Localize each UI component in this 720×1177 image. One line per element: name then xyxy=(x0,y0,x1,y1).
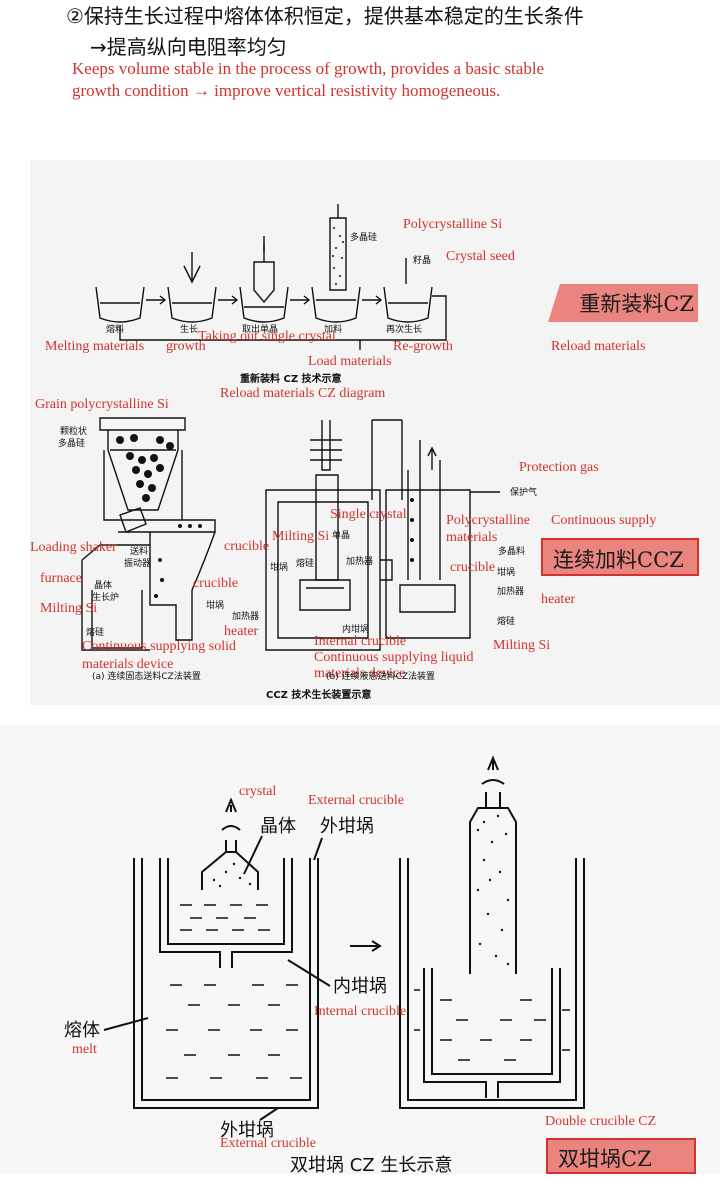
fig2-en-shaker: Loading shaker xyxy=(30,540,117,555)
fig3-en-external-top: External crucible xyxy=(308,793,405,808)
fig1-zh-caption: 重新装料 CZ 技术示意 xyxy=(240,374,342,385)
fig2-zh-caption-a: (a) 连续固态送料CZ法装置 xyxy=(92,672,201,682)
header-zh-line1: ②保持生长过程中熔体体积恒定，提供基本稳定的生长条件 xyxy=(66,4,584,28)
fig2-en-cont-supply: Continuous supply xyxy=(551,513,657,528)
fig1-en-caption: Reload materials CZ diagram xyxy=(220,386,386,401)
fig1-en-reload: Reload materials xyxy=(551,339,646,354)
fig2-en-milting-c: Milting Si xyxy=(493,638,551,653)
fig2-en-materials: materials xyxy=(446,530,498,545)
fig2-en-furnace: furnace xyxy=(40,571,82,586)
fig2-en-cont-liquid2: materials device xyxy=(314,666,406,681)
fig2-en-protect: Protection gas xyxy=(519,460,599,475)
double-crucible-badge: 双坩埚CZ xyxy=(546,1138,696,1174)
fig2-zh-heater-c: 加热器 xyxy=(497,587,525,597)
fig2-zh-crucible-b: 坩埚 xyxy=(270,563,289,573)
fig3-en-double: Double crucible CZ xyxy=(545,1114,657,1129)
fig2-en-milting-b: Milting Si xyxy=(272,529,330,544)
fig1-step-5: 再次生长 xyxy=(386,325,423,335)
header-zh-line2: →提高纵向电阻率均匀 xyxy=(90,35,287,59)
fig3-en-crystal: crystal xyxy=(239,784,277,799)
fig2-zh-melt-b: 熔硅 xyxy=(296,559,315,569)
fig2-en-inner: Internal crucible xyxy=(314,634,407,649)
figure-panel-top xyxy=(30,160,720,705)
fig1-en-growth: growth xyxy=(166,339,206,354)
fig2-en-heater-c: heater xyxy=(541,592,576,607)
fig1-en-polysi: Polycrystalline Si xyxy=(403,217,503,232)
fig3-zh-inner: 内坩埚 xyxy=(333,976,387,997)
fig1-en-melting: Melting materials xyxy=(45,339,145,354)
fig2-zh-caption: CCZ 技术生长装置示意 xyxy=(266,690,372,701)
reload-cz-badge-label: 重新装料CZ xyxy=(579,292,694,316)
fig2-zh-heater-b: 加热器 xyxy=(346,557,374,567)
fig2-zh-furnace1: 晶体 xyxy=(94,581,113,591)
fig3-zh-caption: 双坩埚 CZ 生长示意 xyxy=(290,1155,453,1176)
fig2-zh-heater-b2: 加热器 xyxy=(232,612,260,622)
fig2-en-cont-liquid1: Continuous supplying liquid xyxy=(314,650,474,665)
fig1-en-load: Load materials xyxy=(308,354,392,369)
fig3-zh-external-top: 外坩埚 xyxy=(320,816,374,837)
fig2-zh-grain2: 多晶硅 xyxy=(58,439,86,449)
fig3-en-inner: Internal crucible xyxy=(314,1004,407,1019)
fig2-en-crucible-b: crucible xyxy=(193,576,239,591)
fig2-en-heater-a: heater xyxy=(224,624,259,639)
fig2-zh-grain1: 颗粒状 xyxy=(60,427,88,437)
fig2-en-single: Single crystal xyxy=(330,507,407,522)
fig2-zh-poly: 多晶料 xyxy=(498,547,526,557)
fig2-en-cont-solid2: materials device xyxy=(82,657,174,672)
fig1-en-regrowth: Re-growth xyxy=(393,339,453,354)
fig1-step-3: 取出单晶 xyxy=(242,325,279,335)
fig2-en-grain: Grain polycrystalline Si xyxy=(35,397,169,412)
fig2-en-crucible-c: crucible xyxy=(450,560,496,575)
fig2-en-cont-solid1: Continuous supplying solid xyxy=(82,639,237,654)
fig1-step-2: 生长 xyxy=(180,325,199,335)
reload-cz-badge: 重新装料CZ xyxy=(548,284,698,322)
fig2-zh-caption-b: (b) 连续液态送料CZ法装置 xyxy=(326,672,436,682)
fig1-en-taking: Taking out single crystal xyxy=(198,329,336,344)
fig3-zh-melt: 熔体 xyxy=(64,1020,100,1041)
fig3-en-external-bottom: External crucible xyxy=(220,1136,317,1151)
fig2-zh-crucible-c: 坩埚 xyxy=(497,568,516,578)
fig2-en-crucible-a: crucible xyxy=(224,539,270,554)
fig2-zh-furnace2: 生长炉 xyxy=(92,593,120,603)
fig2-zh-crucible: 坩埚 xyxy=(206,601,225,611)
fig2-zh-protect: 保护气 xyxy=(510,488,538,498)
fig2-en-poly: Polycrystalline xyxy=(446,513,530,528)
fig2-en-milting-a: Milting Si xyxy=(40,601,98,616)
figure-panel-bottom xyxy=(0,725,720,1174)
fig1-step-4: 加料 xyxy=(324,325,343,335)
fig2-zh-single: 单晶 xyxy=(332,531,351,541)
fig2-zh-shaker: 振动器 xyxy=(124,559,152,569)
fig1-step-1: 熔料 xyxy=(106,325,125,335)
fig1-zh-seed: 籽晶 xyxy=(413,256,432,266)
fig3-en-melt: melt xyxy=(72,1042,97,1057)
ccz-badge: 连续加料CCZ xyxy=(541,538,699,576)
ccz-badge-label: 连续加料CCZ xyxy=(553,548,684,572)
fig3-zh-external-bottom: 外坩埚 xyxy=(220,1120,274,1141)
header-en-line2: growth condition → improve vertical resi… xyxy=(72,81,501,100)
fig2-zh-inner: 内坩埚 xyxy=(342,625,370,635)
header-en-line1: Keeps volume stable in the process of gr… xyxy=(72,59,545,78)
fig1-en-seed: Crystal seed xyxy=(446,249,515,264)
fig2-zh-melt-c: 熔硅 xyxy=(497,617,516,627)
fig3-zh-crystal: 晶体 xyxy=(260,816,296,837)
fig2-zh-feed: 送料 xyxy=(130,547,149,557)
fig2-zh-melt-a: 熔硅 xyxy=(86,628,105,638)
fig1-zh-polysi: 多晶硅 xyxy=(350,233,378,243)
double-crucible-badge-label: 双坩埚CZ xyxy=(558,1147,652,1171)
